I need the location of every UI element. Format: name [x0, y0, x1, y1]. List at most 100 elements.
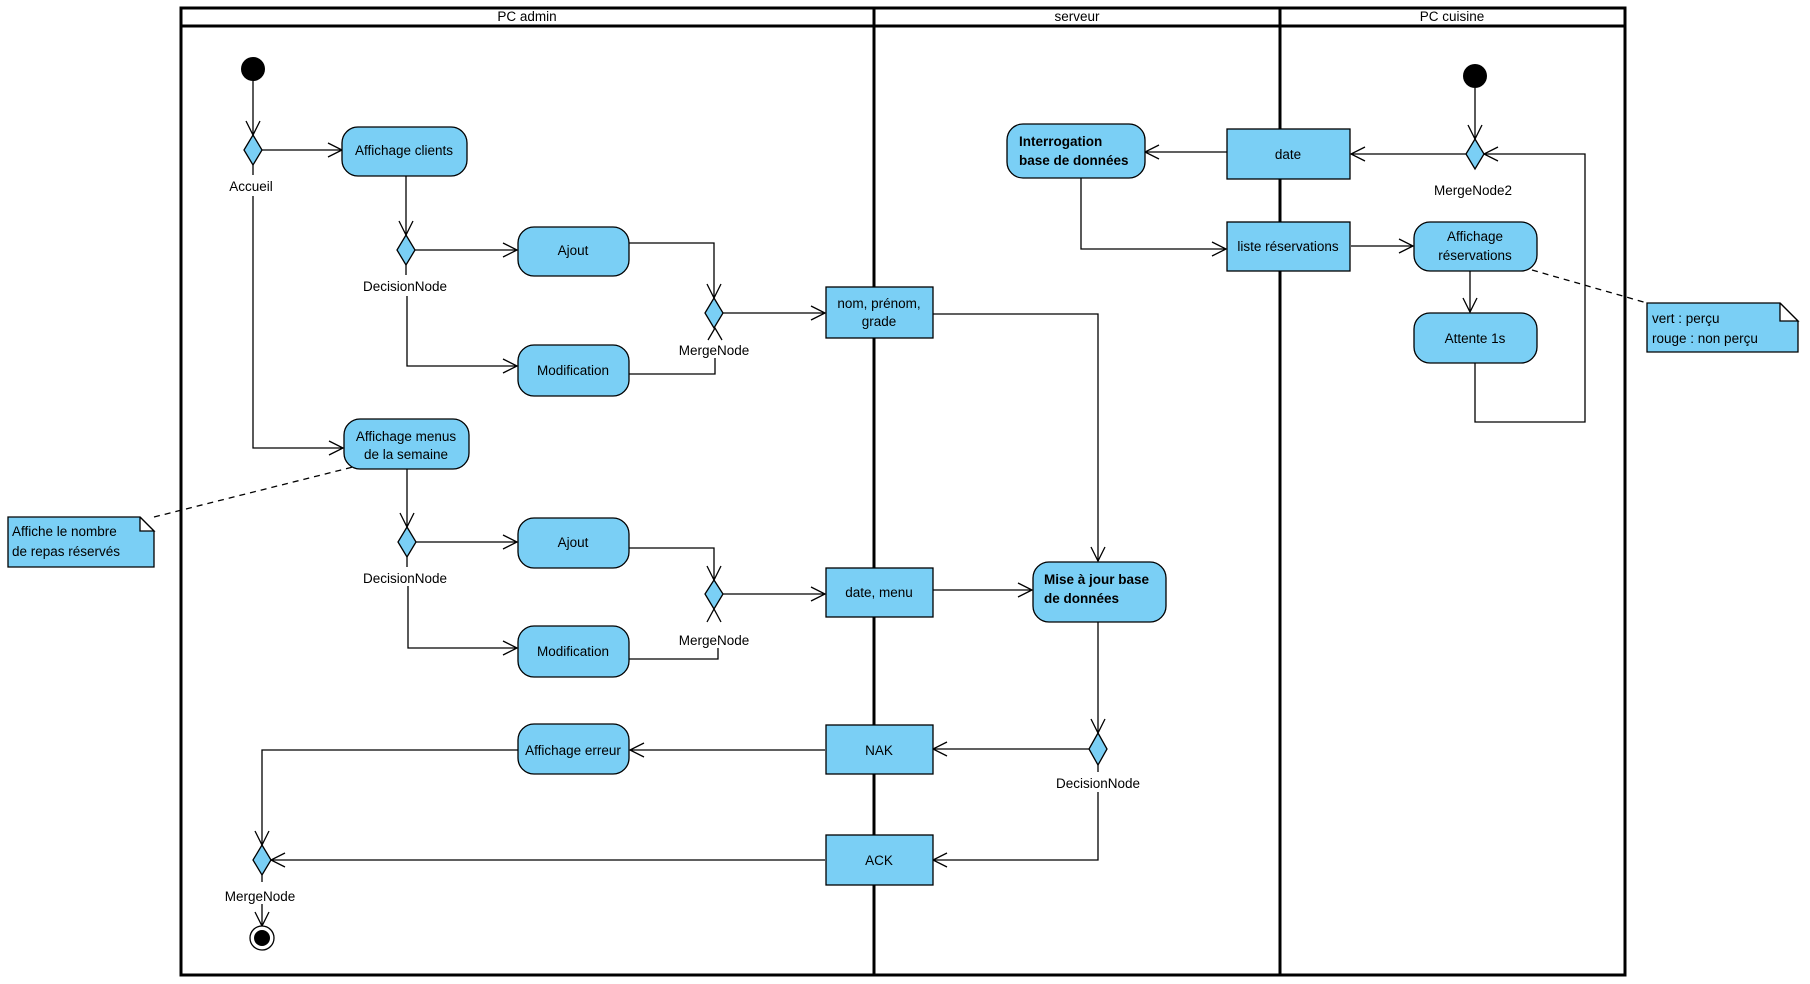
- flow-ajout1-to-merge1: [629, 242, 715, 298]
- action-label: Interrogation: [1019, 134, 1102, 149]
- action-ajout-2[interactable]: Ajout: [517, 517, 630, 569]
- note-menus[interactable]: Affiche le nombre de repas réservés: [7, 516, 156, 568]
- arrowhead: [706, 607, 722, 623]
- arrowhead: [1090, 546, 1106, 563]
- note-connector-reservations: [1531, 269, 1648, 304]
- label-decision-2: DecisionNode: [363, 571, 447, 586]
- merge-node-2[interactable]: [704, 578, 724, 611]
- decision-node-3[interactable]: [1088, 731, 1108, 767]
- object-liste-reservations[interactable]: liste réservations: [1226, 221, 1351, 272]
- action-nodes: Affichage clients Ajout Modification Aff…: [341, 123, 1538, 775]
- flow-erreur-to-merge: [261, 749, 518, 845]
- decision-node-2[interactable]: [397, 525, 417, 559]
- label-decision-3: DecisionNode: [1056, 776, 1140, 791]
- action-attente[interactable]: Attente 1s: [1413, 312, 1538, 364]
- arrowhead: [502, 358, 519, 374]
- merge-node-final[interactable]: [252, 843, 272, 877]
- object-nodes: nom, prénom, grade date, menu NAK ACK da…: [825, 128, 1351, 886]
- arrowhead: [1462, 297, 1478, 314]
- action-label: Affichage erreur: [525, 743, 621, 758]
- arrowhead: [502, 534, 519, 550]
- flow-attente-loop: [1474, 153, 1586, 423]
- action-affichage-erreur[interactable]: Affichage erreur: [517, 723, 630, 775]
- note-text: vert : perçu: [1652, 311, 1720, 326]
- decision-node-accueil[interactable]: [243, 133, 263, 167]
- arrowhead: [1211, 241, 1228, 257]
- arrowhead: [502, 242, 519, 258]
- label-merge-final: MergeNode: [225, 889, 296, 904]
- object-nak[interactable]: NAK: [825, 724, 934, 775]
- action-modification-2[interactable]: Modification: [517, 625, 630, 678]
- object-label: liste réservations: [1237, 239, 1339, 254]
- flow-modification1-to-merge1: [629, 358, 716, 375]
- arrowhead: [1398, 238, 1415, 254]
- flow-accueil-to-menus: [252, 196, 343, 449]
- action-label: Attente 1s: [1445, 331, 1506, 346]
- action-label: Ajout: [558, 535, 589, 550]
- object-nom-prenom-grade[interactable]: nom, prénom, grade: [825, 286, 934, 339]
- flow-decision2-to-modification2: [407, 586, 517, 649]
- flow-decision1-to-modification1: [406, 296, 517, 367]
- action-label: Modification: [537, 644, 609, 659]
- action-modification-1[interactable]: Modification: [517, 344, 630, 397]
- final-node-admin: [249, 925, 275, 951]
- label-merge-kitchen: MergeNode2: [1434, 183, 1512, 198]
- action-affichage-reservations[interactable]: Affichage réservations: [1413, 221, 1538, 272]
- note-text: rouge : non perçu: [1652, 331, 1758, 346]
- control-nodes: Accueil DecisionNode MergeNode DecisionN…: [225, 57, 1512, 951]
- swimlane-title-kitchen: PC cuisine: [1420, 9, 1485, 24]
- object-label: grade: [862, 314, 897, 329]
- action-label: Affichage: [1447, 229, 1503, 244]
- arrowhead: [1017, 582, 1034, 598]
- action-interrogation[interactable]: Interrogation base de données: [1006, 123, 1146, 179]
- note-connector-menus: [153, 466, 354, 518]
- action-label: Mise à jour base: [1044, 572, 1150, 587]
- action-label: de la semaine: [364, 447, 448, 462]
- object-label: nom, prénom,: [837, 296, 920, 311]
- action-label: de données: [1044, 591, 1119, 606]
- arrowhead: [707, 326, 723, 341]
- flow-modification2-to-merge2: [629, 648, 719, 660]
- object-ack[interactable]: ACK: [825, 834, 934, 886]
- action-label: Ajout: [558, 243, 589, 258]
- note-reservations[interactable]: vert : perçu rouge : non perçu: [1646, 302, 1800, 353]
- action-label: Affichage clients: [355, 143, 453, 158]
- flow-ajout2-to-merge2: [629, 547, 715, 580]
- action-label: Affichage menus: [356, 429, 457, 444]
- initial-node-admin: [241, 57, 265, 81]
- action-mise-a-jour[interactable]: Mise à jour base de données: [1032, 561, 1167, 623]
- swimlane-frame: [179, 6, 1627, 977]
- initial-node-kitchen: [1463, 64, 1487, 88]
- action-affichage-menus[interactable]: Affichage menus de la semaine: [343, 418, 470, 470]
- label-decision-1: DecisionNode: [363, 279, 447, 294]
- swimlane-title-admin: PC admin: [497, 9, 556, 24]
- note-text: Affiche le nombre: [12, 524, 117, 539]
- flow-decision3-to-ack: [933, 792, 1099, 861]
- arrowhead: [810, 586, 827, 602]
- swimlanes: PC admin serveur PC cuisine: [179, 6, 1627, 977]
- object-label: date, menu: [845, 585, 913, 600]
- decision-node-1[interactable]: [396, 233, 416, 267]
- object-label: NAK: [865, 743, 893, 758]
- merge-node-1[interactable]: [704, 296, 724, 330]
- arrowhead: [810, 305, 827, 321]
- arrowhead: [328, 440, 345, 456]
- flow-interrogation-to-liste: [1080, 178, 1226, 250]
- action-label: base de données: [1019, 153, 1129, 168]
- action-ajout-1[interactable]: Ajout: [517, 226, 630, 277]
- action-affichage-clients[interactable]: Affichage clients: [341, 126, 468, 177]
- merge-node-kitchen[interactable]: [1465, 137, 1485, 171]
- label-merge-1: MergeNode: [679, 343, 750, 358]
- arrowhead: [1349, 146, 1366, 162]
- object-label: date: [1275, 147, 1301, 162]
- control-flows: [252, 81, 1586, 925]
- note-fold-icon: [139, 516, 156, 532]
- object-date-menu[interactable]: date, menu: [825, 567, 934, 618]
- action-label: Modification: [537, 363, 609, 378]
- label-merge-2: MergeNode: [679, 633, 750, 648]
- swimlane-title-server: serveur: [1054, 9, 1100, 24]
- object-date[interactable]: date: [1226, 128, 1351, 180]
- note-fold-icon: [1779, 302, 1800, 322]
- object-label: ACK: [865, 853, 893, 868]
